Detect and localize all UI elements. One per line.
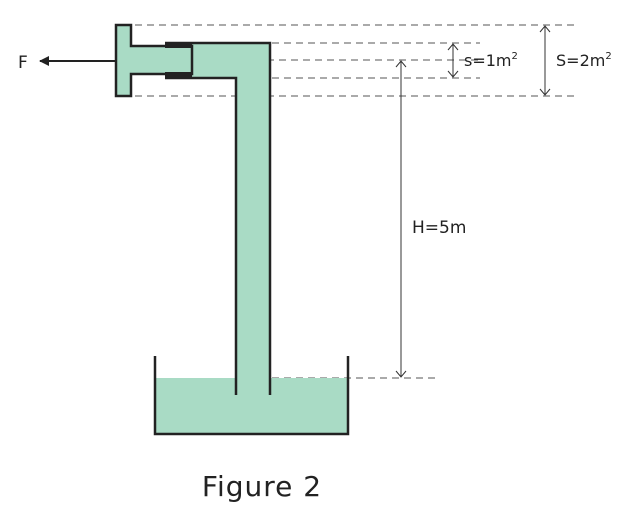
tube-outer-wall — [165, 41, 272, 395]
tube-walls — [165, 41, 272, 395]
dim-s-arrow-top — [447, 43, 459, 51]
tube-inner-wall — [165, 76, 238, 395]
piston-body — [114, 23, 194, 98]
dim-S-arrow-bottom — [539, 88, 551, 96]
large-area-label: S=2m2 — [556, 51, 612, 70]
piston — [114, 23, 194, 98]
height-label: H=5m — [412, 218, 466, 238]
force-label: F — [18, 53, 28, 73]
dim-H-arrow-bottom — [395, 370, 407, 378]
small-area-label: s=1m2 — [464, 51, 518, 70]
tube-fluid — [165, 43, 270, 395]
piston-seal-top — [165, 43, 192, 48]
dim-s-arrow-bottom — [447, 70, 459, 78]
piston-seal-bottom — [165, 72, 192, 77]
dim-H-arrow-top — [395, 60, 407, 68]
container-walls — [153, 356, 350, 436]
dimension-height — [395, 60, 407, 378]
dimension-small-area — [447, 43, 459, 78]
dim-S-arrow-top — [539, 25, 551, 33]
dimension-large-area — [539, 25, 551, 96]
small-area-exponent: 2 — [512, 51, 518, 62]
large-area-exponent: 2 — [605, 51, 611, 62]
figure-caption: Figure 2 — [201, 470, 323, 503]
large-area-prefix: S=2m — [556, 51, 605, 70]
small-area-prefix: s=1m — [464, 51, 512, 70]
